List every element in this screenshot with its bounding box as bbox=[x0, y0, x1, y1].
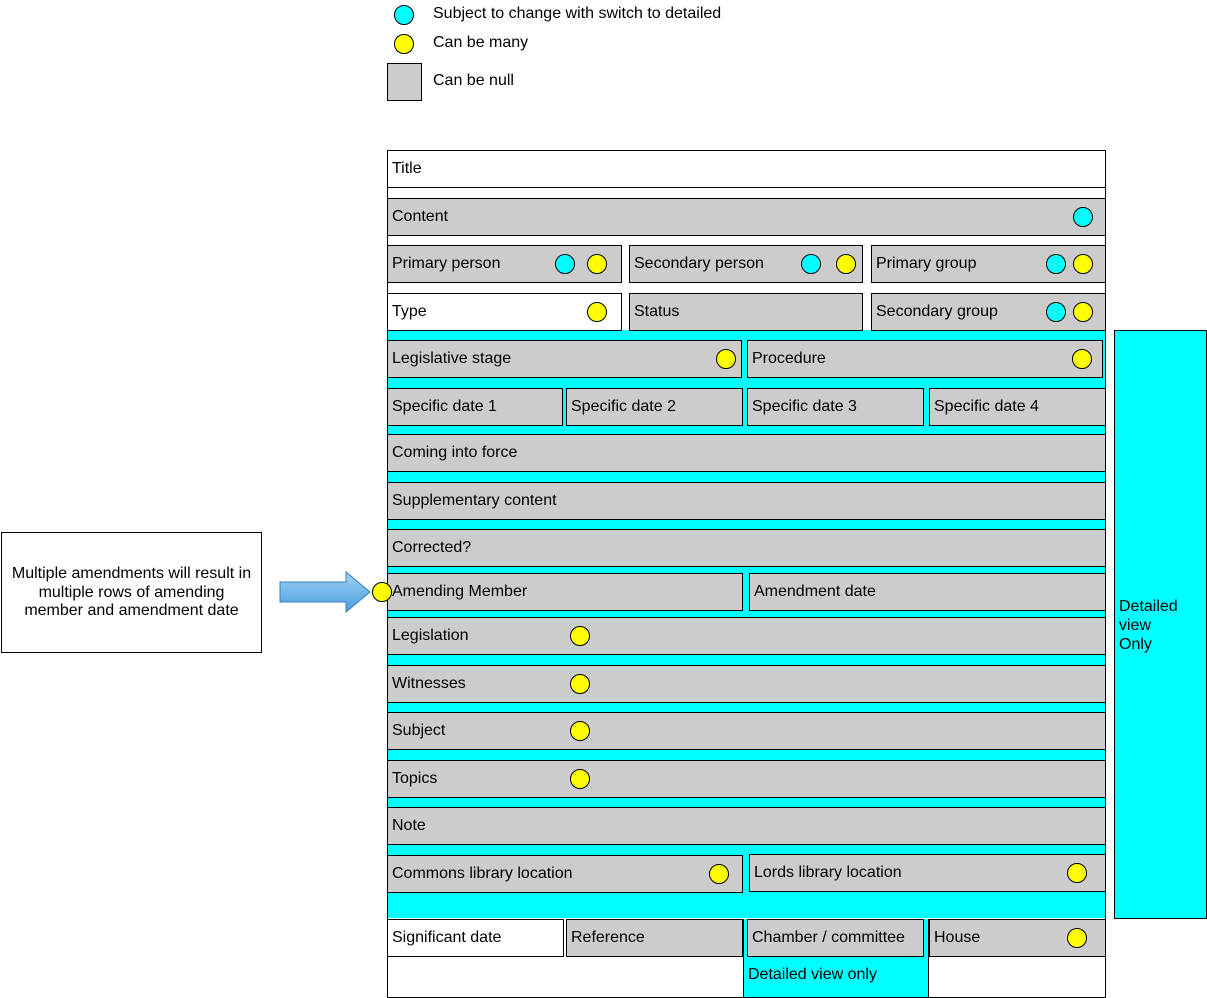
field-witnesses: Witnesses bbox=[387, 665, 1106, 703]
primary-group-cyan-circle-icon bbox=[1046, 254, 1066, 274]
field-corrected: Corrected? bbox=[387, 529, 1106, 567]
legend-cyan-label: Subject to change with switch to detaile… bbox=[433, 5, 722, 22]
field-secondary-group: Secondary group bbox=[871, 293, 1106, 331]
content-cyan-circle-icon bbox=[1073, 207, 1093, 227]
field-secondary-person-label: Secondary person bbox=[634, 255, 764, 272]
field-topics: Topics bbox=[387, 760, 1106, 798]
field-house-label: House bbox=[934, 929, 981, 946]
secondary-group-yellow-circle-icon bbox=[1073, 302, 1093, 322]
field-reference-label: Reference bbox=[571, 929, 645, 946]
field-title: Title bbox=[387, 150, 1106, 188]
detailed-view-only-label: Detailed view only bbox=[748, 966, 877, 983]
field-specific-date-1-label: Specific date 1 bbox=[392, 398, 497, 415]
field-legislation: Legislation bbox=[387, 617, 1106, 655]
field-type-label: Type bbox=[392, 303, 427, 320]
field-specific-date-3: Specific date 3 bbox=[747, 388, 924, 426]
field-lords-library-location-label: Lords library location bbox=[754, 864, 902, 881]
subject-yellow-circle-icon bbox=[570, 721, 590, 741]
field-amendment-date: Amendment date bbox=[749, 573, 1106, 611]
secondary-group-cyan-circle-icon bbox=[1046, 302, 1066, 322]
field-corrected-label: Corrected? bbox=[392, 539, 472, 556]
legend-cyan-circle-icon bbox=[394, 5, 414, 25]
witnesses-yellow-circle-icon bbox=[570, 674, 590, 694]
primary-group-yellow-circle-icon bbox=[1073, 254, 1093, 274]
field-specific-date-4-label: Specific date 4 bbox=[934, 398, 1039, 415]
field-supplementary-content: Supplementary content bbox=[387, 482, 1106, 520]
field-chamber-committee: Chamber / committee bbox=[747, 919, 924, 957]
field-lords-library-location: Lords library location bbox=[749, 854, 1106, 892]
field-title-label: Title bbox=[392, 160, 422, 177]
field-legislative-stage: Legislative stage bbox=[387, 340, 742, 378]
field-procedure-label: Procedure bbox=[752, 350, 826, 367]
field-amendment-date-label: Amendment date bbox=[754, 583, 876, 600]
secondary-person-yellow-circle-icon bbox=[836, 254, 856, 274]
field-amending-member-label: Amending Member bbox=[392, 583, 528, 600]
field-supplementary-content-label: Supplementary content bbox=[392, 492, 557, 509]
sidebar-line-2: view bbox=[1119, 617, 1152, 634]
field-content: Content bbox=[387, 198, 1106, 236]
field-legislation-label: Legislation bbox=[392, 627, 469, 644]
legend-gray-label: Can be null bbox=[433, 72, 514, 89]
field-amending-member: Amending Member bbox=[387, 573, 743, 611]
annotation-line-1: Multiple amendments will result in bbox=[11, 565, 252, 582]
legend-yellow-label: Can be many bbox=[433, 34, 529, 51]
lords-library-yellow-circle-icon bbox=[1067, 863, 1087, 883]
procedure-yellow-circle-icon bbox=[1072, 349, 1092, 369]
field-chamber-committee-label: Chamber / committee bbox=[752, 929, 905, 946]
detailed-view-sidebar: Detailed view Only bbox=[1114, 330, 1207, 919]
field-reference: Reference bbox=[566, 919, 743, 957]
topics-yellow-circle-icon bbox=[570, 769, 590, 789]
field-topics-label: Topics bbox=[392, 770, 438, 787]
field-status: Status bbox=[629, 293, 863, 331]
field-commons-library-location: Commons library location bbox=[387, 855, 743, 893]
field-primary-person: Primary person bbox=[387, 245, 622, 283]
field-subject: Subject bbox=[387, 712, 1106, 750]
type-yellow-circle-icon bbox=[587, 302, 607, 322]
field-subject-label: Subject bbox=[392, 722, 446, 739]
field-commons-library-location-label: Commons library location bbox=[392, 865, 573, 882]
field-primary-group: Primary group bbox=[871, 245, 1106, 283]
field-specific-date-3-label: Specific date 3 bbox=[752, 398, 857, 415]
field-house: House bbox=[929, 919, 1106, 957]
field-note-label: Note bbox=[392, 817, 426, 834]
primary-person-cyan-circle-icon bbox=[555, 254, 575, 274]
commons-library-yellow-circle-icon bbox=[709, 864, 729, 884]
field-note: Note bbox=[387, 807, 1106, 845]
legislation-yellow-circle-icon bbox=[570, 626, 590, 646]
field-procedure: Procedure bbox=[747, 340, 1103, 378]
field-specific-date-4: Specific date 4 bbox=[929, 388, 1106, 426]
field-type: Type bbox=[387, 293, 622, 331]
legend-yellow-circle-icon bbox=[394, 34, 414, 54]
field-content-label: Content bbox=[392, 208, 449, 225]
field-secondary-group-label: Secondary group bbox=[876, 303, 998, 320]
field-specific-date-2-label: Specific date 2 bbox=[571, 398, 676, 415]
legislative-stage-yellow-circle-icon bbox=[716, 349, 736, 369]
secondary-person-cyan-circle-icon bbox=[801, 254, 821, 274]
primary-person-yellow-circle-icon bbox=[587, 254, 607, 274]
sidebar-line-3: Only bbox=[1119, 636, 1152, 653]
field-significant-date: Significant date bbox=[387, 919, 564, 957]
field-status-label: Status bbox=[634, 303, 680, 320]
amendment-annotation: Multiple amendments will result in multi… bbox=[1, 532, 262, 653]
house-yellow-circle-icon bbox=[1067, 928, 1087, 948]
field-primary-group-label: Primary group bbox=[876, 255, 977, 272]
field-legislative-stage-label: Legislative stage bbox=[392, 350, 512, 367]
field-witnesses-label: Witnesses bbox=[392, 675, 466, 692]
field-specific-date-1: Specific date 1 bbox=[387, 388, 563, 426]
field-secondary-person: Secondary person bbox=[629, 245, 863, 283]
amending-member-yellow-circle-icon bbox=[372, 582, 392, 602]
annotation-line-3: member and amendment date bbox=[24, 602, 239, 619]
field-significant-date-label: Significant date bbox=[392, 929, 502, 946]
legend-gray-square-icon bbox=[387, 63, 422, 101]
arrow-right-icon bbox=[279, 570, 371, 614]
field-primary-person-label: Primary person bbox=[392, 255, 501, 272]
annotation-line-2: multiple rows of amending bbox=[38, 583, 225, 601]
field-specific-date-2: Specific date 2 bbox=[566, 388, 743, 426]
sidebar-line-1: Detailed bbox=[1119, 598, 1178, 615]
field-coming-into-force-label: Coming into force bbox=[392, 444, 518, 461]
field-coming-into-force: Coming into force bbox=[387, 434, 1106, 472]
